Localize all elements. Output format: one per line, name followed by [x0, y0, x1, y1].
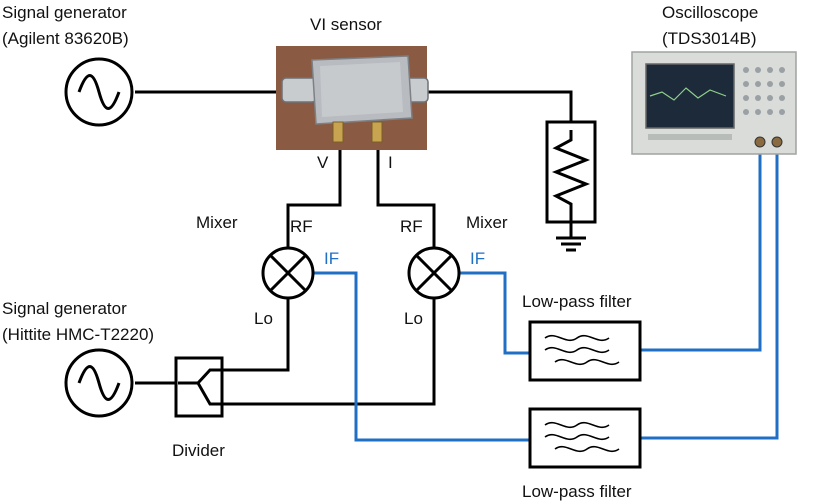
oscilloscope-name: Oscilloscope — [662, 3, 758, 22]
lowpass-filter-bottom: Low-pass filter — [522, 407, 642, 501]
rf-left-label: RF — [290, 217, 313, 236]
siggen1-model: (Agilent 83620B) — [2, 29, 129, 48]
sine-wave-icon — [77, 74, 121, 110]
lo-right-label: Lo — [404, 309, 423, 328]
signal-generator-2: Signal generator (Hittite HMC-T2220) — [2, 299, 154, 418]
if-right-label: IF — [470, 249, 485, 268]
sensor-left-connector — [281, 77, 317, 103]
load — [545, 120, 597, 252]
signal-generator-1: Signal generator (Agilent 83620B) — [2, 3, 134, 127]
siggen2-model: (Hittite HMC-T2220) — [2, 325, 154, 344]
lpf-bottom-label: Low-pass filter — [522, 482, 632, 501]
rf-right-label: RF — [400, 217, 423, 236]
sensor-i-port — [371, 121, 383, 143]
ground-icon — [556, 236, 586, 252]
scope-input-connector-2 — [771, 136, 783, 148]
black-wiring — [135, 90, 573, 406]
mixer-left-label: Mixer — [196, 213, 238, 232]
mixer-right-label: Mixer — [466, 213, 508, 232]
siggen2-name: Signal generator — [2, 299, 127, 318]
lpf-top-label: Low-pass filter — [522, 292, 632, 311]
lowpass-filter-icon — [528, 320, 642, 382]
if-wiring — [314, 150, 779, 442]
divider-label: Divider — [172, 441, 225, 460]
sine-wave-icon — [77, 365, 121, 401]
mixer-right: Mixer RF IF Lo — [400, 213, 508, 328]
oscilloscope-controls — [648, 67, 785, 140]
scope-input-connector-1 — [754, 136, 766, 148]
i-port-label: I — [388, 153, 393, 172]
resistor-icon — [551, 130, 591, 222]
siggen1-name: Signal generator — [2, 3, 127, 22]
oscilloscope: Oscilloscope (TDS3014B) — [631, 3, 797, 155]
if-left-label: IF — [324, 249, 339, 268]
vi-sensor-label: VI sensor — [310, 15, 382, 34]
vi-sensor: VI sensor V I — [276, 15, 429, 172]
oscilloscope-screen — [645, 63, 735, 129]
divider: Divider — [172, 356, 225, 460]
mixer-left: Mixer RF IF Lo — [196, 213, 339, 328]
v-port-label: V — [317, 153, 329, 172]
lowpass-filter-icon — [528, 407, 642, 469]
sensor-v-port — [332, 121, 344, 143]
lo-left-label: Lo — [254, 309, 273, 328]
oscilloscope-model: (TDS3014B) — [662, 29, 756, 48]
lowpass-filter-top: Low-pass filter — [522, 292, 642, 382]
